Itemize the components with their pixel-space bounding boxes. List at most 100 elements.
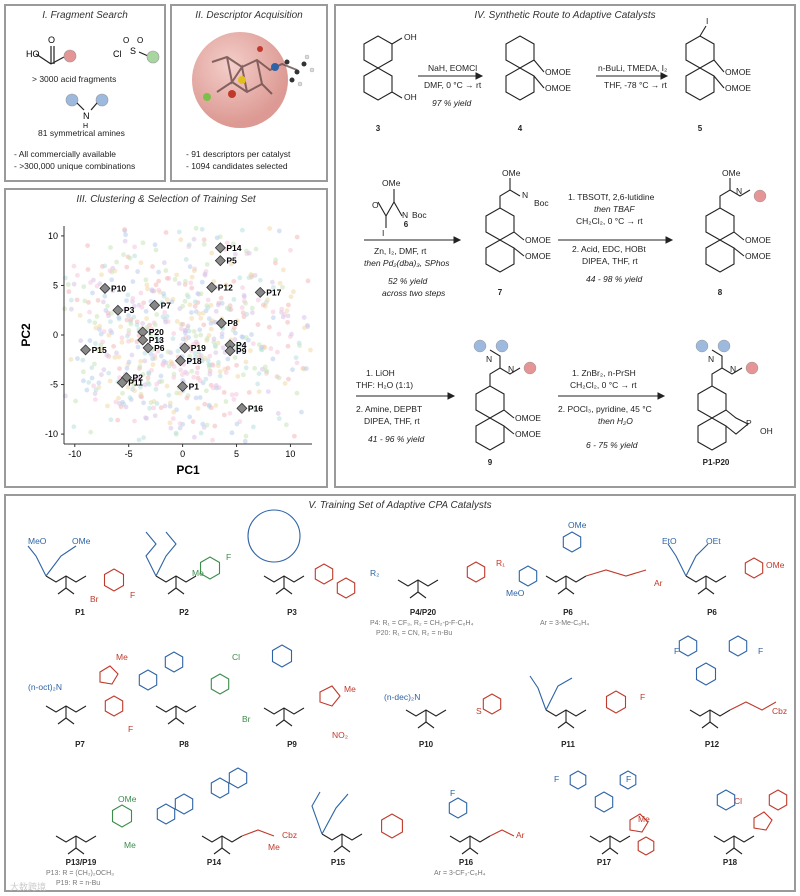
background-point: [166, 363, 172, 369]
step3-yield2: across two steps: [382, 288, 446, 298]
catalyst-structures: [27, 509, 788, 856]
p13-aryl-ring: [111, 804, 133, 828]
background-point: [188, 348, 194, 353]
p19-note: P19: R = n-Bu: [56, 880, 101, 887]
background-point: [208, 320, 214, 326]
cmpd5-iodo: I: [706, 16, 709, 26]
background-point: [197, 327, 203, 333]
p11-methyl-2: [565, 721, 575, 729]
background-point: [212, 423, 218, 429]
background-point: [105, 310, 111, 316]
catalyst-label: P15: [330, 858, 346, 867]
background-point: [174, 319, 180, 324]
p9-me: Me: [344, 684, 356, 694]
background-point: [116, 315, 122, 321]
p6b-amine-arm-2: [685, 543, 709, 577]
catalyst-label: P4/P20: [409, 608, 437, 617]
cmpd6-ome: OMe: [382, 178, 401, 188]
background-point: [198, 353, 204, 359]
p3-macrocycle: [247, 509, 301, 563]
p13-p19-methyl-2: [75, 847, 85, 855]
background-point: [219, 334, 225, 340]
p18-methyl-2: [733, 847, 743, 855]
background-point: [143, 308, 149, 314]
cmpd8-omoe2: OMOE: [745, 251, 771, 261]
catalyst-label: P1: [75, 608, 85, 617]
background-point: [201, 237, 207, 243]
background-point: [99, 272, 104, 278]
background-point: [229, 430, 235, 436]
p10-s: S: [476, 706, 482, 716]
training-point-label: P14: [226, 243, 241, 253]
background-point: [290, 367, 295, 373]
background-point: [200, 310, 206, 316]
background-point: [62, 306, 68, 312]
background-point: [232, 337, 238, 342]
background-point: [164, 383, 170, 389]
background-point: [207, 353, 213, 359]
background-point: [293, 355, 299, 361]
background-point: [180, 336, 186, 342]
background-point: [228, 307, 234, 312]
background-point: [93, 341, 98, 346]
p6-methyl-2: [565, 587, 575, 595]
background-point: [135, 269, 141, 274]
p12-methyl-1: [701, 721, 711, 729]
cmpd6-i: I: [382, 228, 385, 238]
background-point: [140, 240, 146, 246]
step1-reagents: NaH, EOMCl: [428, 63, 478, 73]
background-point: [246, 250, 252, 256]
background-point: [71, 281, 77, 287]
background-point: [160, 362, 166, 368]
p18-methyl-1: [725, 847, 735, 855]
background-point: [237, 343, 243, 348]
amine-fragment-drawing: N H: [65, 93, 109, 130]
catalyst-label: P16: [458, 858, 474, 867]
background-point: [253, 246, 259, 252]
background-point: [108, 245, 113, 250]
p18-piperidine-ring: [716, 789, 736, 811]
catalyst-label: P2: [179, 608, 189, 617]
background-point: [109, 277, 115, 283]
p4-r2: R₂: [370, 568, 380, 578]
step4-yield: 44 - 98 % yield: [586, 274, 643, 284]
background-point: [207, 371, 213, 377]
p13-p19-methyl-1: [67, 847, 77, 855]
background-point: [68, 297, 74, 303]
background-point: [232, 330, 238, 336]
background-point: [170, 416, 176, 422]
background-point: [95, 346, 100, 352]
background-point: [104, 352, 110, 358]
background-point: [221, 412, 227, 418]
training-point: [137, 326, 149, 338]
training-point-label: P8: [227, 318, 238, 328]
svg-text:H: H: [83, 123, 88, 130]
p6-acyl-chain: [585, 569, 647, 577]
background-point: [156, 287, 162, 293]
bullet-2: - >300,000 unique combinations: [14, 161, 136, 171]
background-point: [191, 268, 197, 274]
background-point: [170, 336, 176, 342]
p6-note: Ar = 3-Me-C₆H₄: [540, 620, 590, 627]
background-point: [113, 399, 119, 405]
background-point: [128, 317, 134, 322]
background-point: [158, 405, 164, 411]
background-point: [193, 225, 199, 231]
background-point: [285, 319, 291, 325]
cmpd7-ome: OMe: [502, 168, 521, 178]
panel-title: II. Descriptor Acquisition: [195, 10, 303, 21]
p12-piperidine-ring: [695, 662, 717, 686]
background-point: [275, 349, 280, 355]
background-point: [171, 409, 177, 415]
background-point: [150, 264, 155, 269]
background-point: [150, 356, 156, 362]
p3-methyl-2: [283, 587, 293, 595]
p14-naphthyl-ring-3: [156, 803, 176, 825]
background-point: [285, 313, 291, 319]
training-point: [112, 304, 124, 316]
training-point-label: P6: [154, 343, 165, 353]
background-point: [202, 401, 208, 407]
step3-line2: then Pd₂(dba)₃, SPhos: [364, 258, 450, 268]
background-point: [152, 322, 158, 328]
background-point: [216, 385, 222, 391]
